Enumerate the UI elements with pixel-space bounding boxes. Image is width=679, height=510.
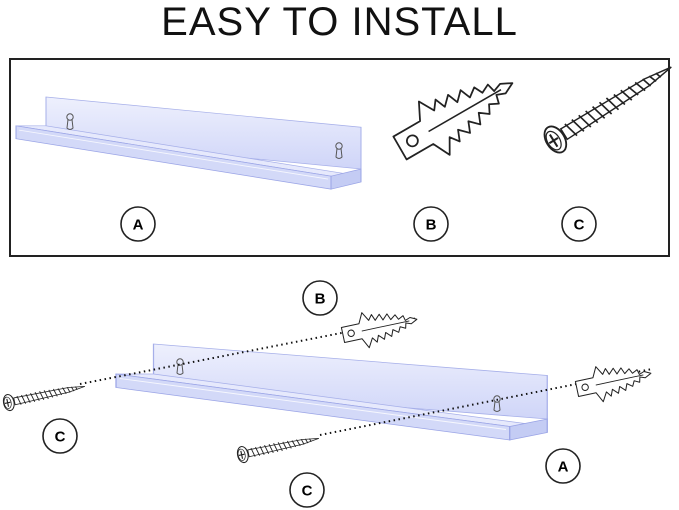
- label-shelf-a: A: [120, 206, 156, 242]
- label-text: A: [133, 217, 144, 234]
- parts-panel: [9, 58, 670, 257]
- label-text: B: [315, 291, 326, 308]
- label-text: B: [426, 217, 437, 234]
- page-title: EASY TO INSTALL: [161, 0, 518, 44]
- label-text: C: [55, 429, 66, 446]
- label-anchor-b: B: [302, 280, 338, 316]
- wall-anchor-part-icon: [383, 55, 529, 176]
- screw-bottom-icon: [235, 429, 322, 465]
- label-screw-c-left: C: [42, 418, 78, 454]
- label-shelf-a: A: [545, 448, 581, 484]
- label-anchor-b: B: [413, 206, 449, 242]
- shelf-part-icon: [15, 96, 362, 190]
- label-screw-c: C: [561, 206, 597, 242]
- screw-part-icon: [539, 53, 679, 158]
- wall-anchor-right-icon: [572, 355, 656, 408]
- screw-left-icon: [1, 377, 88, 413]
- alignment-line-bottom: [319, 368, 653, 436]
- label-text: C: [574, 217, 585, 234]
- label-text: A: [558, 459, 569, 476]
- label-text: C: [302, 483, 313, 500]
- wall-anchor-top-icon: [338, 301, 422, 354]
- label-screw-c-bottom: C: [289, 472, 325, 508]
